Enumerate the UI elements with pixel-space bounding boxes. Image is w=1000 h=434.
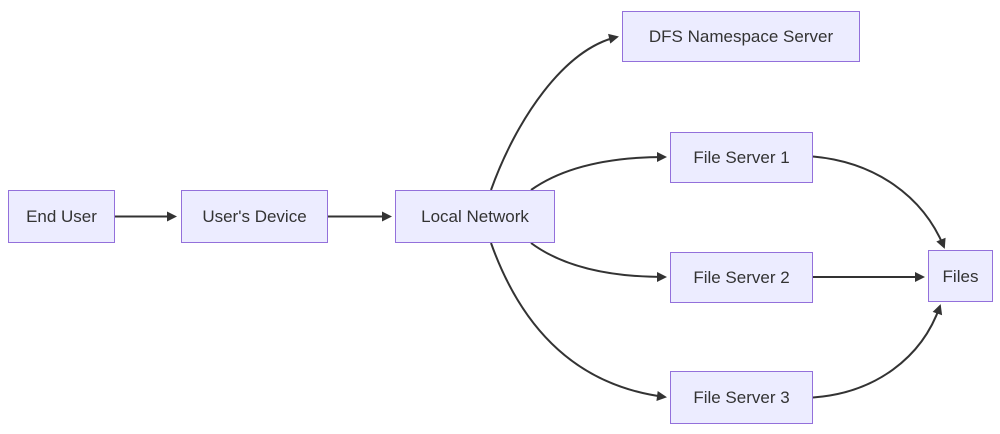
node-users-device: User's Device: [181, 190, 328, 243]
node-file-server-2: File Server 2: [670, 252, 813, 303]
edge-local-network-to-file-server-1: [530, 152, 667, 191]
edge-file-server-1-to-files: [812, 155, 946, 249]
node-file-server-3-label: File Server 3: [693, 388, 790, 407]
edge-local-network-to-file-server-3: [490, 242, 667, 401]
node-local-network: Local Network: [395, 190, 555, 243]
node-file-server-3: File Server 3: [670, 371, 813, 424]
node-files: Files: [928, 250, 993, 302]
node-dfs-namespace-server: DFS Namespace Server: [622, 11, 860, 62]
edge-file-server-3-to-files: [812, 304, 943, 399]
node-users-device-label: User's Device: [202, 207, 307, 226]
node-file-server-1-label: File Server 1: [693, 148, 790, 167]
edge-local-network-to-file-server-2: [530, 242, 667, 282]
node-dfs-namespace-server-label: DFS Namespace Server: [648, 27, 834, 46]
node-files-label: Files: [942, 266, 979, 286]
node-local-network-label: Local Network: [421, 207, 529, 226]
node-file-server-2-label: File Server 2: [693, 268, 790, 287]
node-file-server-1: File Server 1: [670, 132, 813, 183]
node-end-user-label: End User: [26, 207, 97, 226]
edge-local-network-to-dfs-namespace-server: [490, 33, 619, 191]
node-end-user: End User: [8, 190, 115, 243]
